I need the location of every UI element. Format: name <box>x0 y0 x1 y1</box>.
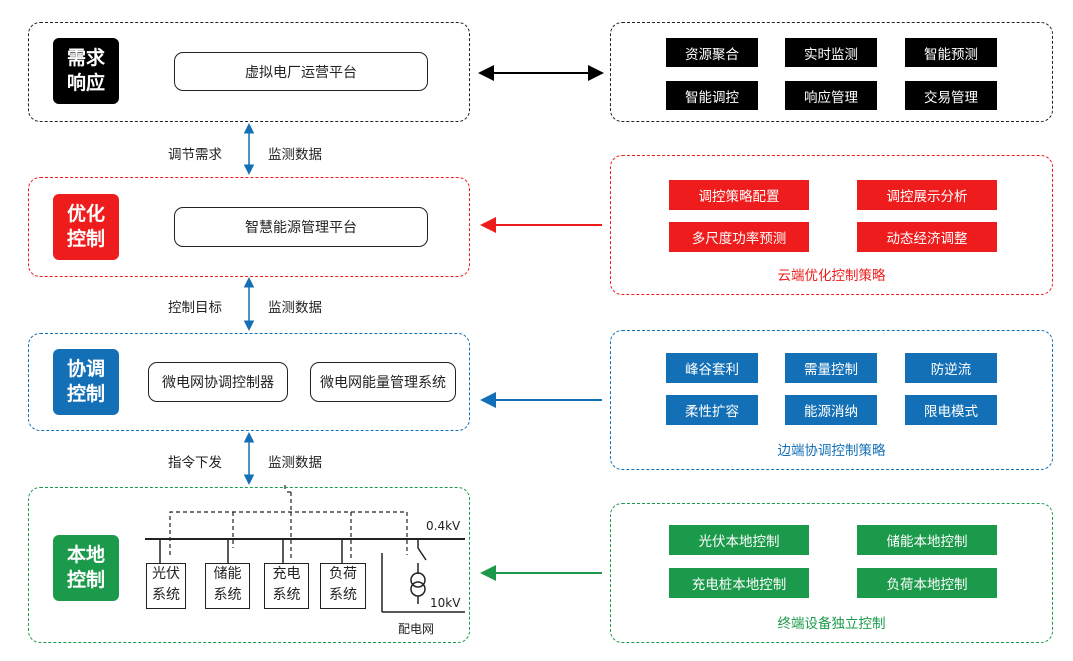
edge-demand-control: 需量控制 <box>785 353 877 383</box>
strategy-config: 调控策略配置 <box>669 180 809 210</box>
edge-strategy-panel: 峰谷套利 需量控制 防逆流 柔性扩容 能源消纳 限电模式 边端协调控制策略 <box>610 330 1053 470</box>
vpp-platform: 虚拟电厂运营平台 <box>174 52 428 91</box>
edge-energy-consumption: 能源消纳 <box>785 395 877 425</box>
edge-peak-valley: 峰谷套利 <box>666 353 758 383</box>
storage-system-box: 储能 系统 <box>205 563 250 609</box>
optimize-control-tag: 优化 控制 <box>53 194 119 260</box>
strategy-analysis: 调控展示分析 <box>857 180 997 210</box>
link-3-left-label: 指令下发 <box>168 455 222 471</box>
terminal-control-panel: 光伏本地控制 储能本地控制 充电桩本地控制 负荷本地控制 终端设备独立控制 <box>610 503 1053 643</box>
func-realtime-monitoring: 实时监测 <box>785 38 877 67</box>
link-1-right-label: 监测数据 <box>268 147 322 163</box>
edge-flexible-expansion: 柔性扩容 <box>666 395 758 425</box>
multi-scale-forecast: 多尺度功率预测 <box>669 222 809 252</box>
edge-anti-backflow: 防逆流 <box>905 353 997 383</box>
edge-power-limit: 限电模式 <box>905 395 997 425</box>
microgrid-ems: 微电网能量管理系统 <box>310 362 456 402</box>
bus-voltage-label: 0.4kV <box>426 519 461 533</box>
func-smart-regulation: 智能调控 <box>666 81 758 110</box>
charger-local-control: 充电桩本地控制 <box>669 568 809 598</box>
link-3-right-label: 监测数据 <box>268 455 322 471</box>
comm-lines <box>169 485 408 558</box>
local-control-layer: 本地 控制 <box>28 487 470 643</box>
pv-system-box: 光伏 系统 <box>146 563 186 609</box>
cloud-strategy-panel: 调控策略配置 调控展示分析 多尺度功率预测 动态经济调整 云端优化控制策略 <box>610 155 1053 295</box>
demand-response-tag: 需求 响应 <box>53 38 119 104</box>
demand-functions-panel: 资源聚合 实时监测 智能预测 智能调控 响应管理 交易管理 <box>610 22 1053 122</box>
link-2-right-label: 监测数据 <box>268 300 322 316</box>
grid-frame <box>381 553 465 613</box>
link-2-left-label: 控制目标 <box>168 300 222 316</box>
coordinate-control-layer: 协调 控制 微电网协调控制器 微电网能量管理系统 <box>28 333 470 431</box>
optimize-control-layer: 优化 控制 智慧能源管理平台 <box>28 177 470 277</box>
storage-local-control: 储能本地控制 <box>857 525 997 555</box>
terminal-control-caption: 终端设备独立控制 <box>777 616 886 632</box>
func-smart-forecast: 智能预测 <box>905 38 997 67</box>
charging-system-box: 充电 系统 <box>264 563 309 609</box>
load-local-control: 负荷本地控制 <box>857 568 997 598</box>
smart-energy-platform: 智慧能源管理平台 <box>174 207 428 247</box>
transformer-icon <box>410 539 427 604</box>
cloud-strategy-caption: 云端优化控制策略 <box>777 268 886 284</box>
grid-label: 配电网 <box>398 622 435 636</box>
local-control-tag: 本地 控制 <box>53 535 119 601</box>
load-system-box: 负荷 系统 <box>320 563 366 609</box>
demand-response-layer: 需求 响应 虚拟电厂运营平台 <box>28 22 470 122</box>
func-trade-management: 交易管理 <box>905 81 997 110</box>
coordinate-control-tag: 协调 控制 <box>53 349 119 415</box>
func-response-management: 响应管理 <box>785 81 877 110</box>
link-1-left-label: 调节需求 <box>168 147 222 163</box>
func-resource-aggregation: 资源聚合 <box>666 38 758 67</box>
edge-strategy-caption: 边端协调控制策略 <box>777 443 886 459</box>
grid-voltage-label: 10kV <box>430 596 461 610</box>
dynamic-economic-adjust: 动态经济调整 <box>857 222 997 252</box>
microgrid-controller: 微电网协调控制器 <box>148 362 288 402</box>
system-drops <box>159 539 343 566</box>
pv-local-control: 光伏本地控制 <box>669 525 809 555</box>
